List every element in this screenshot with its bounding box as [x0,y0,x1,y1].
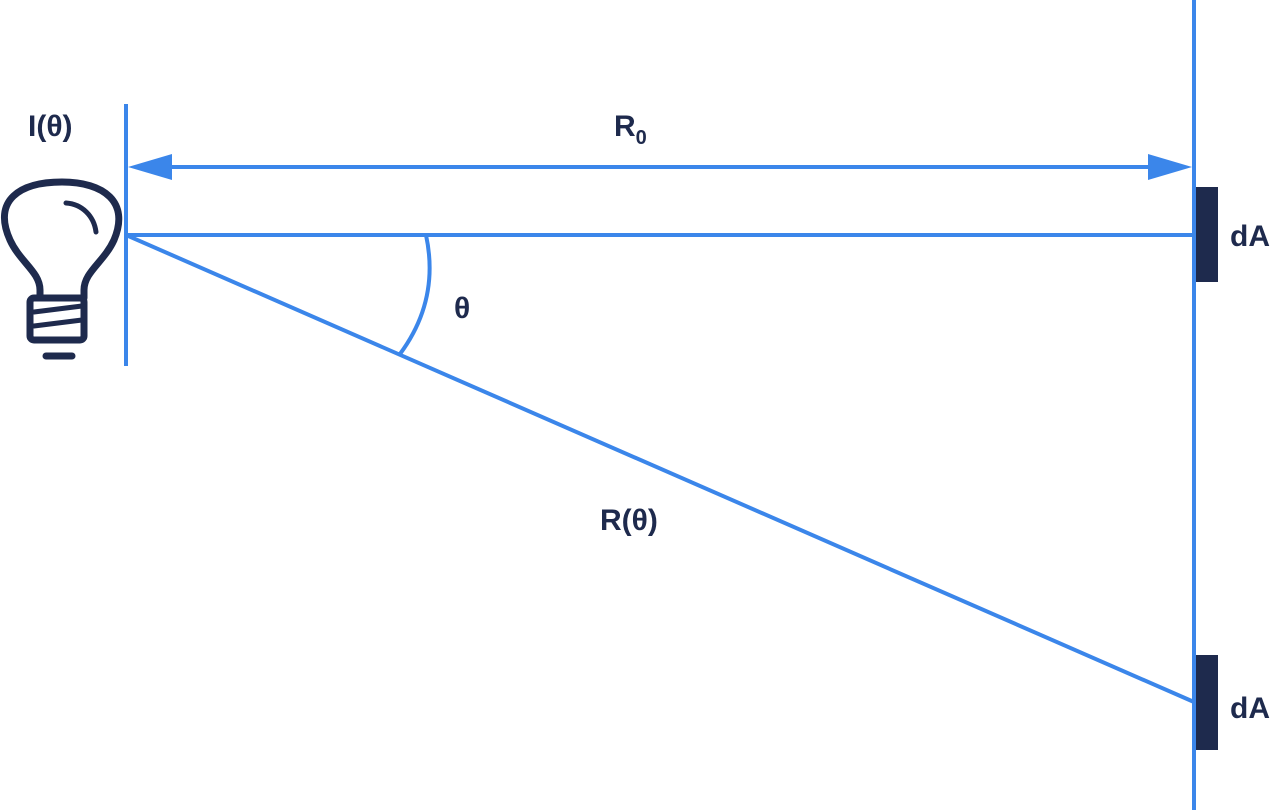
arrowhead-right [1148,154,1192,180]
light-bulb-icon [1,178,123,360]
r0-dimension-arrow [128,154,1192,180]
area-element-top [1196,187,1218,282]
oblique-ray [125,233,1195,704]
r-theta-label: R(θ) [600,504,658,537]
r0-label-subscript: 0 [636,127,647,149]
area-label-top: dA [1230,220,1270,253]
theta-angle-arc [398,234,432,356]
area-label-bottom: dA [1230,692,1270,725]
bulb-thread-2 [31,317,85,329]
bulb-highlight [63,200,99,235]
intensity-label: I(θ) [28,110,73,143]
r0-label: R0 [614,110,647,149]
bulb-glass [1,178,123,302]
theta-label: θ [454,292,470,325]
r0-label-main: R [614,110,636,143]
area-element-bottom [1196,655,1218,750]
arrowhead-left [128,154,172,180]
bulb-thread-1 [31,303,85,315]
